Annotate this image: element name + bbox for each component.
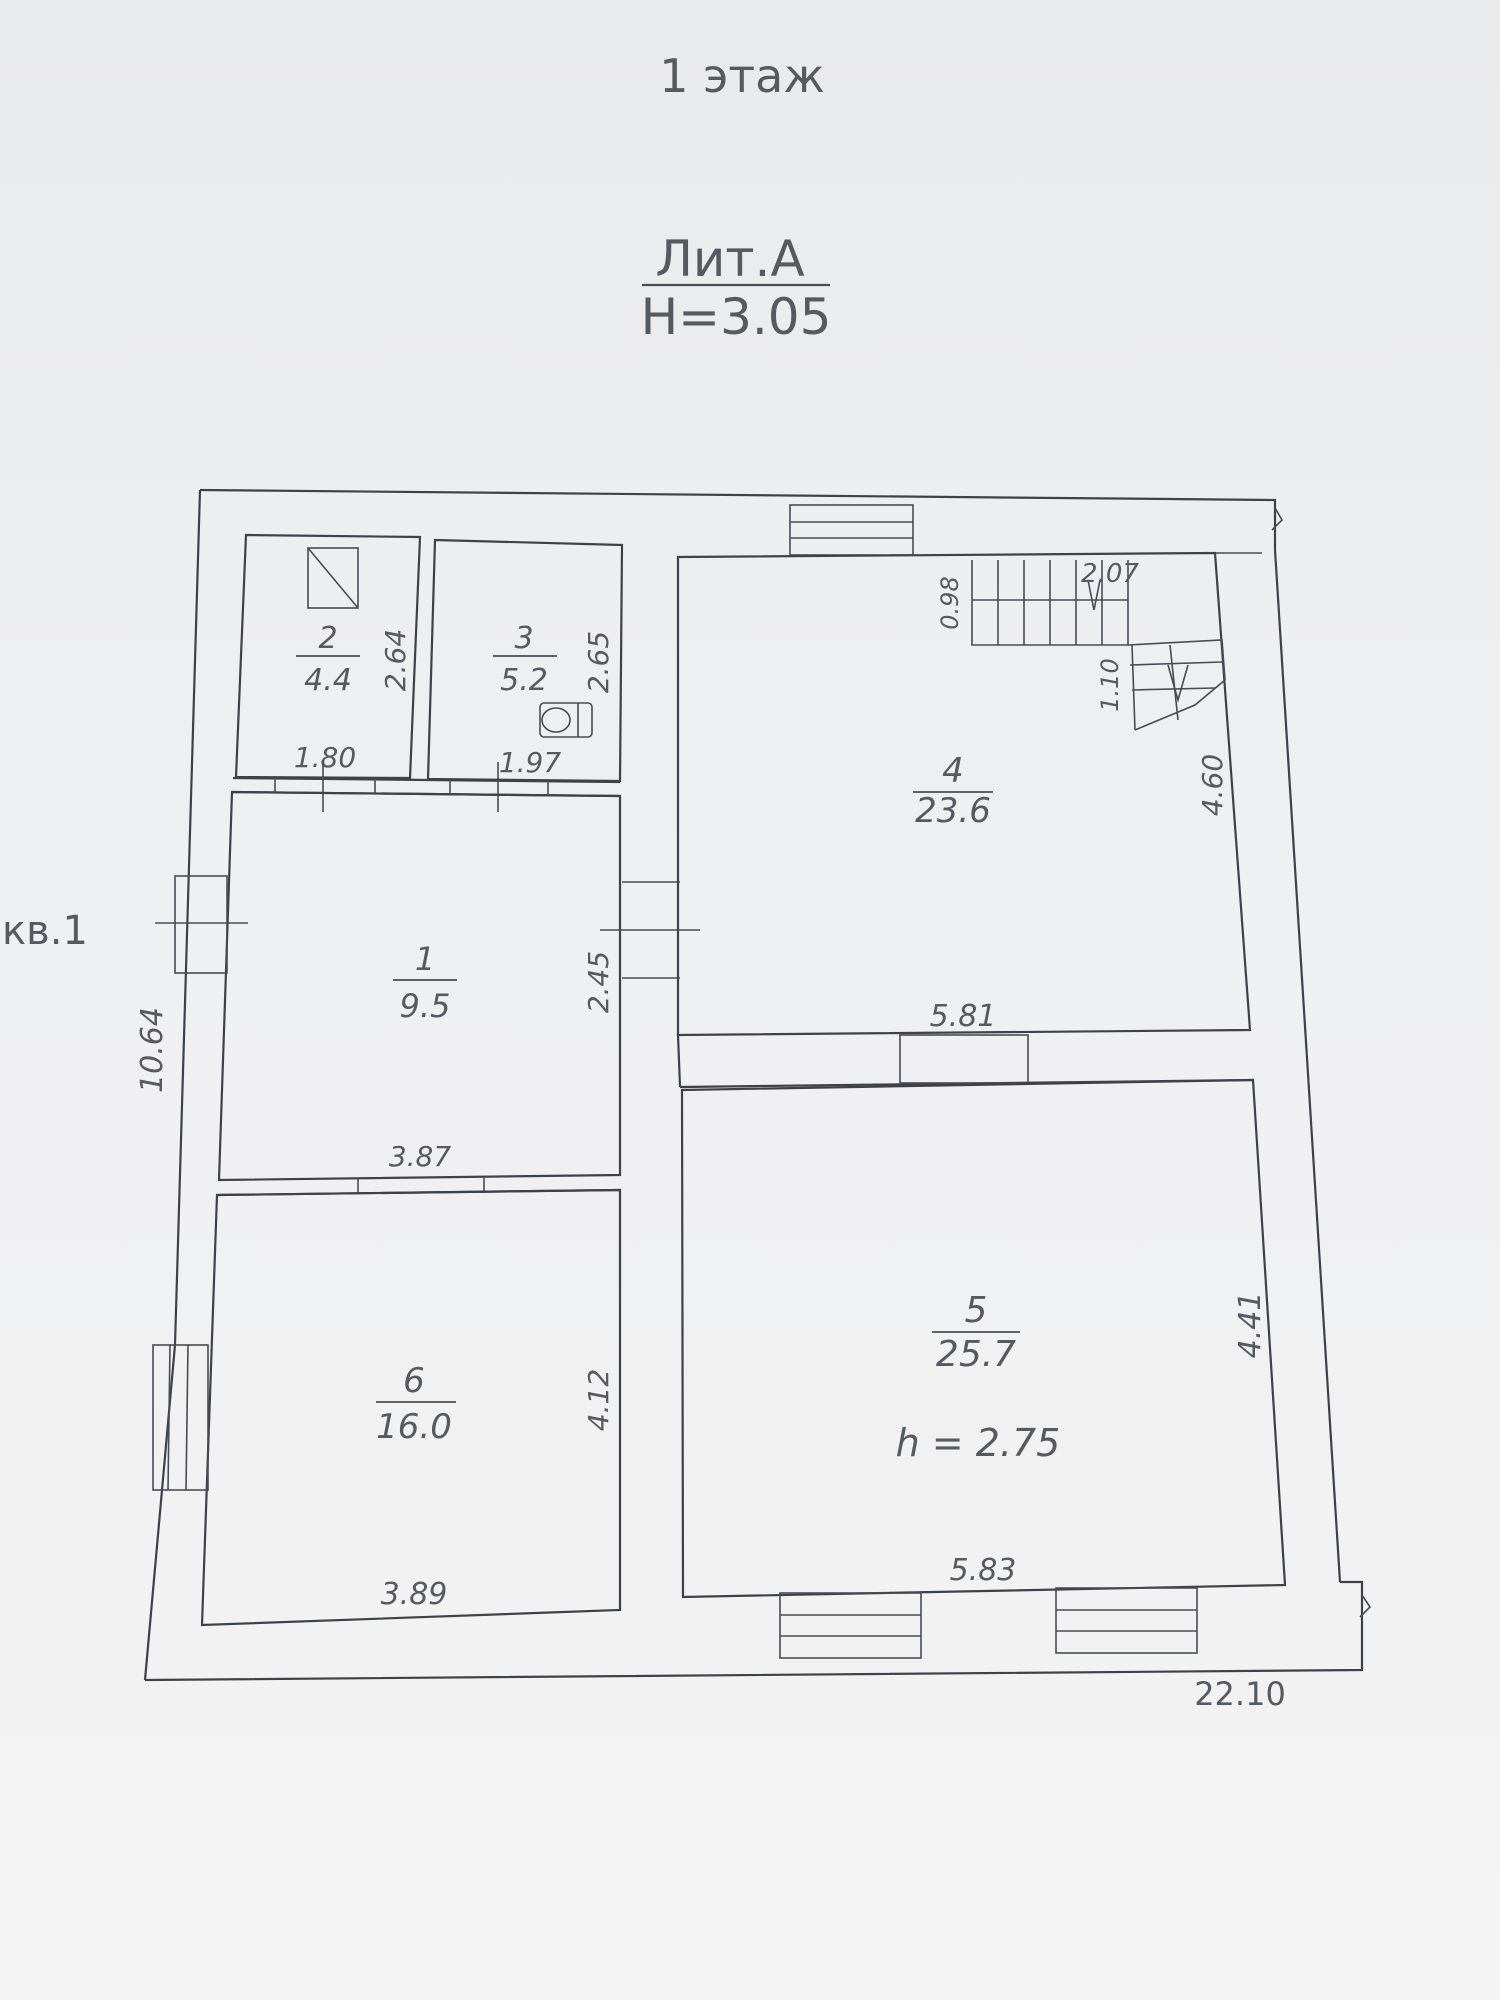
boiler-icon [307,547,359,609]
toilet-icon [541,707,571,733]
partition-wall [232,776,621,784]
room-5-height-dim: 4.41 [1233,1292,1268,1359]
room-6-number: 6 [403,1361,425,1401]
room-4 [676,551,1252,1037]
room-6-area: 16.0 [376,1407,452,1447]
window-line [167,1344,171,1491]
room-5-number: 5 [965,1290,988,1331]
window-left [152,1344,209,1491]
overall-width-dim: 22.10 [1194,1675,1286,1713]
outer-wall-outer [199,488,1277,550]
room-1-height-dim: 2.45 [582,951,615,1013]
window-line [185,1344,189,1491]
stair-step [1131,687,1216,691]
window-top [789,504,914,556]
room-2-width-dim: 1.80 [294,741,356,774]
overall-depth-dim: 10.64 [135,1007,170,1093]
room-6-width-dim: 3.89 [381,1577,448,1612]
window-bottom-1 [779,1592,922,1659]
toilet-icon [539,702,593,738]
lit-name: Лит.А [655,230,804,288]
room-4-width-dim: 5.81 [930,999,997,1034]
room-5-area: 25.7 [936,1334,1016,1375]
entry-opening [174,875,228,974]
door-5 [899,1034,1029,1084]
lit-height: H=3.05 [641,288,832,346]
outer-wall-left-bottom [143,1344,177,1681]
room-1-area: 9.5 [400,987,451,1025]
room-4-height-dim: 4.60 [1196,754,1229,816]
apartment-label: кв.1 [2,908,88,954]
room-4-number: 4 [942,751,964,791]
stair-lower [1127,639,1226,731]
room-5 [680,1078,1287,1599]
stair-dim-c: 2.07 [1081,559,1139,589]
stair-dim-b: 1.10 [1096,658,1124,711]
room-6-height-dim: 4.12 [582,1369,615,1431]
room-2 [234,533,422,780]
stair-arrow [1087,579,1101,611]
room-2-area: 4.4 [304,663,352,698]
stair-dim-a: 0.98 [936,576,964,629]
room-5-ceiling-height: h = 2.75 [896,1421,1061,1465]
stair-step [1129,661,1223,666]
room-3-width-dim: 1.97 [499,746,562,779]
room-1-width-dim: 3.87 [389,1140,452,1173]
partition-wall [676,1034,682,1088]
stair-step [1131,644,1136,731]
room-1 [217,790,622,1182]
outer-wall-outer-bottom [144,1580,1364,1682]
break-mark [1271,507,1284,531]
room-2-number: 2 [318,621,337,656]
stair-arrow [1167,664,1189,703]
room-1-number: 1 [415,940,435,978]
room-3-area: 5.2 [500,663,548,698]
room-5-width-dim: 5.83 [950,1553,1017,1588]
room-3-height-dim: 2.65 [582,631,615,693]
window-bottom-2 [1055,1587,1198,1654]
outer-wall-left-top [173,489,202,1346]
room-6 [200,1188,622,1627]
floor-title: 1 этаж [659,49,825,103]
stair-step [1169,644,1179,721]
break-mark [1359,1594,1372,1618]
room-4-area: 23.6 [915,791,991,831]
room-2-height-dim: 2.64 [379,629,412,691]
room-3-number: 3 [514,621,533,656]
boiler-icon [307,547,359,609]
outer-wall-right [1273,549,1342,1583]
